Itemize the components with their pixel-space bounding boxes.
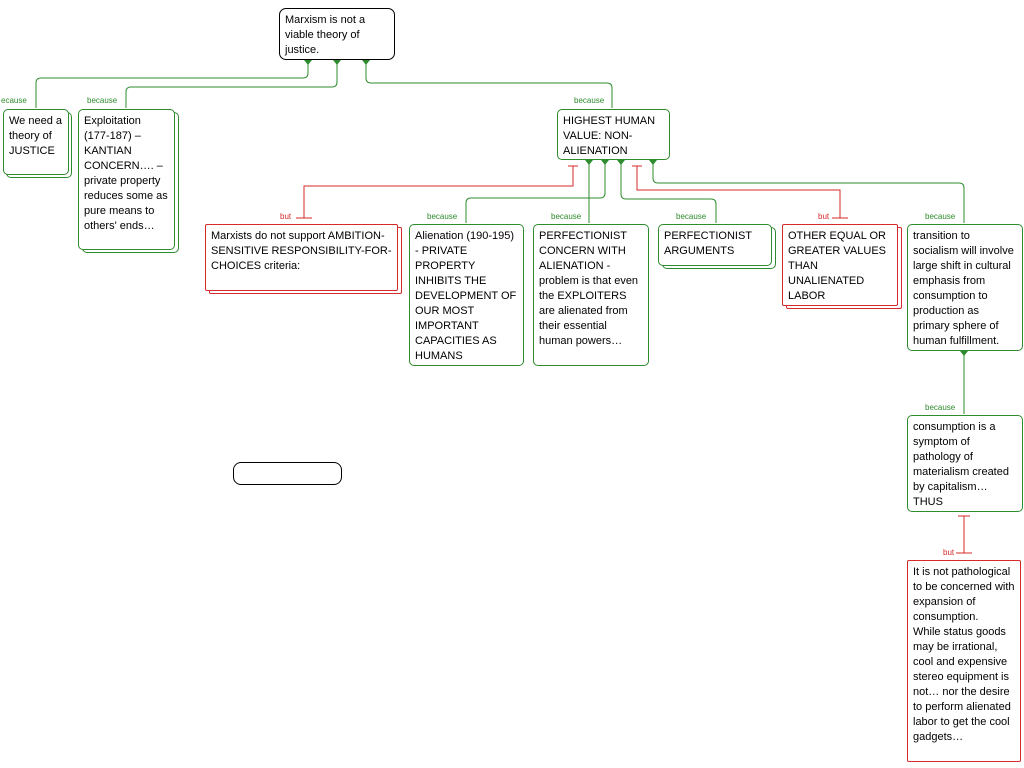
reason-node-perfectionist-concern[interactable]: PERFECTIONIST CONCERN WITH ALIENATION - …: [533, 224, 649, 366]
objection-node-ambition-sensitive[interactable]: Marxists do not support AMBITION-SENSITI…: [205, 224, 398, 291]
because-label: because: [87, 96, 118, 105]
but-label: but: [280, 212, 292, 221]
because-label: because: [676, 212, 707, 221]
link-root-justice: [35, 60, 309, 108]
link-non-alienation-perfectionist-arguments: [620, 160, 717, 223]
but-label: but: [943, 548, 955, 557]
reason-node-justice[interactable]: We need a theory of JUSTICE: [3, 109, 69, 175]
link-root-exploitation: [125, 60, 338, 108]
because-label: because: [925, 403, 956, 412]
objection-node-not-pathological[interactable]: It is not pathological to be concerned w…: [907, 560, 1021, 762]
because-label: because: [925, 212, 956, 221]
objection-node-other-values[interactable]: OTHER EQUAL OR GREATER VALUES THAN UNALI…: [782, 224, 898, 306]
link-root-non-alienation: [365, 60, 613, 108]
reason-node-alienation[interactable]: Alienation (190-195) - PRIVATE PROPERTY …: [409, 224, 524, 366]
claim-node-root[interactable]: Marxism is not a viable theory of justic…: [279, 8, 395, 60]
empty-node[interactable]: [233, 462, 342, 485]
because-label: because: [574, 96, 605, 105]
reason-node-non-alienation[interactable]: HIGHEST HUMAN VALUE: NON-ALIENATION: [557, 109, 670, 160]
reason-node-transition[interactable]: transition to socialism will involve lar…: [907, 224, 1023, 351]
but-label: but: [818, 212, 830, 221]
reason-node-consumption[interactable]: consumption is a symptom of pathology of…: [907, 415, 1023, 512]
reason-node-exploitation[interactable]: Exploitation (177-187) – KANTIAN CONCERN…: [78, 109, 175, 250]
because-label: because: [427, 212, 458, 221]
link-non-alienation-alienation: [465, 160, 606, 223]
link-non-alienation-transition: [652, 160, 965, 223]
reason-node-perfectionist-arguments[interactable]: PERFECTIONIST ARGUMENTS: [658, 224, 772, 266]
because-label: because: [551, 212, 582, 221]
because-label: ecause: [1, 96, 27, 105]
link-non-alienation-ambition: [303, 166, 574, 218]
link-non-alienation-other-values: [636, 166, 841, 218]
